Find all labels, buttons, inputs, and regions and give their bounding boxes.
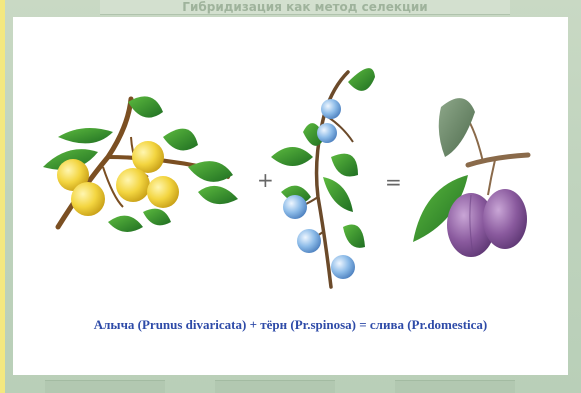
- hybridization-diagram: + =: [43, 68, 531, 289]
- equals-sign: =: [385, 170, 402, 194]
- alycha-branch-illustration: [43, 96, 238, 232]
- bottom-bar-segment: [215, 380, 335, 393]
- content-card: + =: [13, 17, 568, 375]
- bottom-bar-segment: [395, 380, 515, 393]
- tern-branch-illustration: [271, 68, 375, 289]
- slide-title: Гибридизация как метод селекции: [100, 0, 510, 15]
- hybrid-formula-caption: Алыча (Prunus divaricata) + тёрн (Pr.spi…: [93, 317, 488, 332]
- bottom-bar-segment: [45, 380, 165, 393]
- plus-sign: +: [257, 168, 274, 192]
- plum-branch-illustration: [413, 98, 531, 257]
